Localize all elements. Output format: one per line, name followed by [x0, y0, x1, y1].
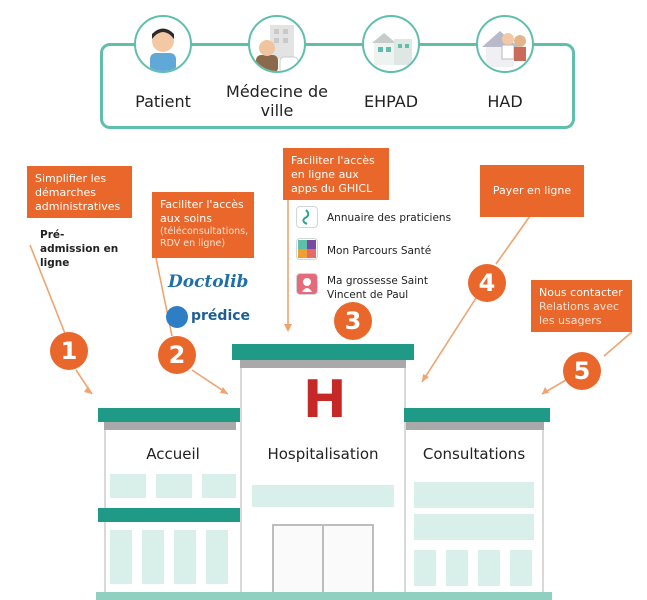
left-window	[110, 530, 132, 584]
step-1-note: Pré-admission en ligne	[40, 229, 119, 269]
right-wing-roof-edge	[406, 422, 544, 430]
step-5-subtitle: Relations avec les usagers	[539, 300, 620, 327]
left-wing-roof	[98, 408, 242, 422]
app-ma-grossesse[interactable]: Ma grossesse Saint Vincent de Paul	[327, 275, 428, 301]
section-hospitalisation-label: Hospitalisation	[267, 445, 379, 463]
arrowhead-2	[220, 387, 228, 394]
actor-label-ehpad: EHPAD	[363, 92, 419, 111]
step-5-card: Nous contacter Relations avec les usager…	[531, 280, 632, 332]
arrowhead-5	[542, 387, 549, 394]
step-2-title: Faciliter l'accès aux soins	[160, 198, 244, 225]
connector-1-top	[29, 244, 67, 337]
patient-avatar-icon	[134, 15, 192, 73]
step-2-card: Faciliter l'accès aux soins (téléconsult…	[152, 192, 254, 258]
step-1-title: Simplifier les démarches administratives	[35, 172, 121, 213]
right-window	[446, 550, 468, 586]
section-consultations-label: Consultations	[422, 445, 526, 463]
connector-5-top	[603, 331, 633, 357]
step-5-title: Nous contacter	[539, 286, 623, 299]
center-wing-roof-edge	[240, 360, 406, 368]
predice-logo: prédice	[191, 308, 251, 324]
right-window	[510, 550, 532, 586]
left-wing-roof-edge	[104, 422, 236, 430]
step-5-number: 5	[563, 352, 601, 390]
actor-label-medecine-de-ville: Médecine de ville	[222, 82, 332, 120]
app-mon-parcours-sante[interactable]: Mon Parcours Santé	[327, 245, 432, 257]
step-3-card: Faciliter l'accès en ligne aux apps du G…	[283, 148, 389, 200]
directory-app-icon	[296, 206, 318, 228]
step-4-number: 4	[468, 264, 506, 302]
actor-label-patient: Patient	[135, 92, 191, 111]
actor-label-had: HAD	[487, 92, 523, 111]
step-4-title: Payer en ligne	[492, 184, 572, 197]
app-annuaire-praticiens[interactable]: Annuaire des praticiens	[327, 212, 452, 224]
left-window	[156, 474, 192, 498]
right-window	[414, 514, 534, 540]
arrowhead-3	[284, 324, 292, 332]
connector-4-bottom	[421, 297, 477, 383]
right-wing-roof	[404, 408, 550, 422]
parcours-sante-app-icon	[296, 238, 318, 260]
center-window	[252, 485, 394, 507]
city-doctor-icon	[248, 15, 306, 73]
arrowhead-1	[84, 386, 92, 394]
step-2-subtitle: (téléconsultations, RDV en ligne)	[160, 226, 249, 249]
actor-label-text: Médecine de ville	[226, 82, 328, 120]
step-1-number: 1	[50, 332, 88, 370]
right-window	[414, 550, 436, 586]
left-window	[110, 474, 146, 498]
arrowhead-4	[422, 374, 429, 382]
predice-logo-icon	[166, 306, 188, 328]
left-window	[142, 530, 164, 584]
pregnancy-app-icon	[296, 273, 318, 295]
connector-4-top	[495, 215, 531, 265]
doctolib-logo: Doctolib	[168, 272, 249, 292]
step-2-number: 2	[158, 336, 196, 374]
actors-panel	[100, 43, 575, 129]
step-3-number: 3	[334, 302, 372, 340]
step-3-title: Faciliter l'accès en ligne aux apps du G…	[291, 154, 375, 195]
left-wing-mid-band	[98, 508, 242, 522]
ground	[96, 592, 552, 600]
entrance-door-divider	[322, 526, 324, 600]
home-hospitalization-icon	[476, 15, 534, 73]
left-window	[174, 530, 196, 584]
left-window	[202, 474, 236, 498]
hospital-h-sign: H	[303, 370, 347, 430]
step-1-card: Simplifier les démarches administratives	[27, 166, 132, 218]
center-wing-roof	[232, 344, 414, 360]
section-accueil-label: Accueil	[146, 445, 200, 463]
right-window	[478, 550, 500, 586]
left-window	[206, 530, 228, 584]
nursing-home-icon	[362, 15, 420, 73]
right-window	[414, 482, 534, 508]
step-4-card: Payer en ligne	[480, 165, 584, 217]
